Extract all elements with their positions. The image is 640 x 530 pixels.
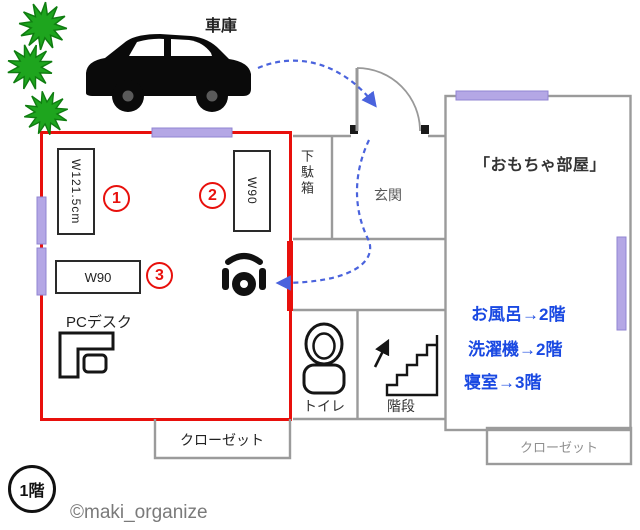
closet-left-label: クローゼット [180,432,264,448]
desk-1: W121.5cm [57,148,95,235]
pc-desk-label: PCデスク [66,314,132,331]
desk-1-label: W121.5cm [69,158,83,225]
car-icon [86,34,251,112]
closet-right-label: クローゼット [520,440,599,455]
desk-1-number-badge: 1 [103,185,130,212]
entrance-label: 玄関 [374,187,402,203]
stairs-icon [373,335,439,397]
stairs-label: 階段 [387,398,415,414]
entrance-door-swing [350,67,429,134]
desk-2-label: W90 [245,177,259,205]
note-bath: お風呂→2階 [471,305,566,324]
desk-2-number-badge: 2 [199,182,226,209]
route-arrow-garage-to-door [257,59,377,108]
toilet-icon [302,322,346,395]
note-bedroom: 寝室→3階 [464,373,542,392]
toy-room-label: 「おもちゃ部屋」 [474,157,607,174]
shoe-cabinet-label: 下駄箱 [299,149,314,197]
desk-2: W90 [233,150,271,232]
desk-3-number-badge: 3 [146,262,173,289]
toilet-label: トイレ [303,398,345,414]
tree-icons [1,0,73,140]
note-laundry: 洗濯機→2階 [468,340,563,359]
desk-3-label: W90 [84,269,112,285]
desk-3: W90 [55,260,141,294]
garage-label: 車庫 [205,18,238,35]
watermark-credit: ©maki_organize [70,502,208,523]
floor-number-badge: 1階 [8,465,56,513]
route-arrow-door-to-room [275,139,372,291]
